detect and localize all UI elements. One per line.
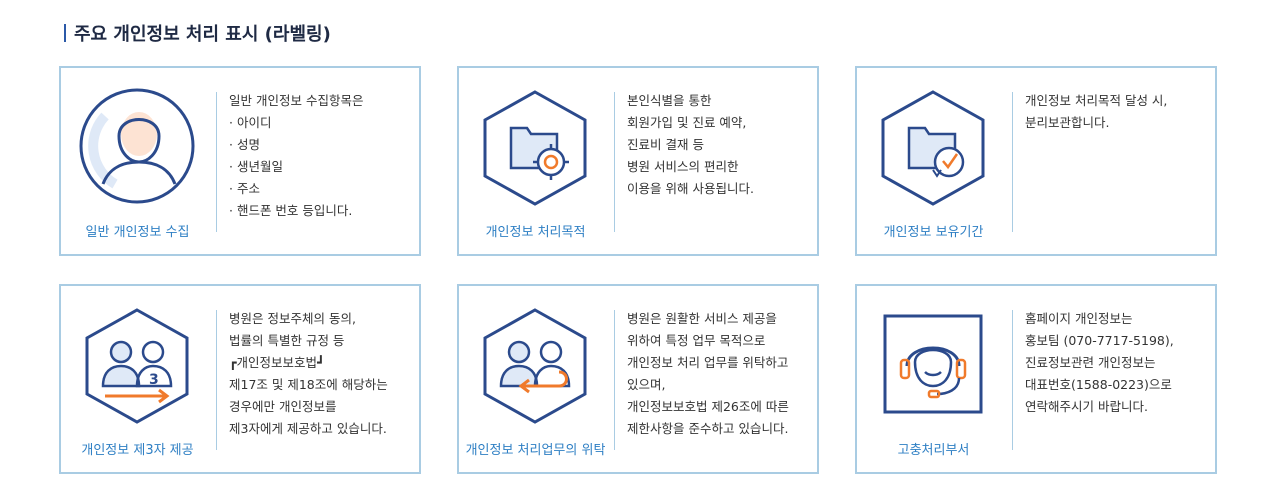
desc-line: 일반 개인정보 수집항목은 xyxy=(229,93,364,108)
desc-line: · 핸드폰 번호 등입니다. xyxy=(229,203,353,218)
user-circle-icon xyxy=(79,88,195,204)
desc-line: · 생년월일 xyxy=(229,159,283,174)
card-divider xyxy=(1012,310,1013,450)
card-label: 개인정보 처리목적 xyxy=(485,225,586,240)
card-grievance-dept: 고충처리부서 홈페이지 개인정보는 홍보팀 (070-7717-5198), 진… xyxy=(855,284,1217,474)
folder-target-icon xyxy=(483,90,587,206)
desc-line: 본인식별을 통한 xyxy=(627,93,712,108)
desc-line: · 성명 xyxy=(229,137,260,152)
card-third-party: 3 개인정보 제3자 제공 병원은 정보주체의 동의, 법률의 특별한 규정 등… xyxy=(59,284,421,474)
desc-line: 법률의 특별한 규정 등 xyxy=(229,333,345,348)
card-divider xyxy=(614,310,615,450)
page-title: 주요 개인정보 처리 표시 (라벨링) xyxy=(64,23,331,47)
card-description: 병원은 원활한 서비스 제공을 위하여 특정 업무 목적으로 개인정보 처리 업… xyxy=(627,308,809,440)
desc-line: 개인정보보호법 제26조에 따른 xyxy=(627,399,789,414)
card-label: 개인정보 제3자 제공 xyxy=(81,443,194,458)
desc-line: 제17조 및 제18조에 해당하는 xyxy=(229,377,388,392)
desc-line: 개인정보 처리 업무를 위탁하고 xyxy=(627,355,789,370)
desc-line: · 아이디 xyxy=(229,115,272,130)
headset-icon xyxy=(883,314,983,414)
desc-line: 이용을 위해 사용됩니다. xyxy=(627,181,754,196)
card-divider xyxy=(216,310,217,450)
card-retention-period: 개인정보 보유기간 개인정보 처리목적 달성 시, 분리보관합니다. xyxy=(855,66,1217,256)
desc-line: 경우에만 개인정보를 xyxy=(229,399,337,414)
card-processing-purpose: 개인정보 처리목적 본인식별을 통한 회원가입 및 진료 예약, 진료비 결재 … xyxy=(457,66,819,256)
third-party-users-icon: 3 xyxy=(85,308,189,424)
card-divider xyxy=(1012,92,1013,232)
card-description: 본인식별을 통한 회원가입 및 진료 예약, 진료비 결재 등 병원 서비스의 … xyxy=(627,90,809,200)
desc-line: 위하여 특정 업무 목적으로 xyxy=(627,333,766,348)
card-divider xyxy=(216,92,217,232)
desc-line: 병원은 정보주체의 동의, xyxy=(229,311,356,326)
desc-line: 대표번호(1588-0223)으로 xyxy=(1025,377,1172,392)
title-accent-bar xyxy=(64,24,66,42)
desc-line: 회원가입 및 진료 예약, xyxy=(627,115,747,130)
card-description: 병원은 정보주체의 동의, 법률의 특별한 규정 등 ┏개인정보보호법┛ 제17… xyxy=(229,308,411,440)
card-general-collection: 일반 개인정보 수집 일반 개인정보 수집항목은 · 아이디 · 성명 · 생년… xyxy=(59,66,421,256)
card-label: 개인정보 처리업무의 위탁 xyxy=(465,443,606,458)
card-description: 개인정보 처리목적 달성 시, 분리보관합니다. xyxy=(1025,90,1207,134)
desc-line: 제한사항을 준수하고 있습니다. xyxy=(627,421,789,436)
desc-line: 분리보관합니다. xyxy=(1025,115,1110,130)
card-description: 일반 개인정보 수집항목은 · 아이디 · 성명 · 생년월일 · 주소 · 핸… xyxy=(229,90,411,222)
card-consignment: 개인정보 처리업무의 위탁 병원은 원활한 서비스 제공을 위하여 특정 업무 … xyxy=(457,284,819,474)
desc-line: 있으며, xyxy=(627,377,666,392)
consignment-users-icon xyxy=(483,308,587,424)
folder-clock-icon xyxy=(881,90,985,206)
desc-line: 제3자에게 제공하고 있습니다. xyxy=(229,421,387,436)
svg-text:3: 3 xyxy=(149,372,159,388)
page-title-text: 주요 개인정보 처리 표시 (라벨링) xyxy=(74,24,331,45)
card-description: 홈페이지 개인정보는 홍보팀 (070-7717-5198), 진료정보관련 개… xyxy=(1025,308,1207,418)
desc-line: 홍보팀 (070-7717-5198), xyxy=(1025,333,1174,348)
desc-line: · 주소 xyxy=(229,181,260,196)
desc-line: 병원 서비스의 편리한 xyxy=(627,159,739,174)
card-label: 일반 개인정보 수집 xyxy=(85,225,190,240)
desc-line: 연락해주시기 바랍니다. xyxy=(1025,399,1148,414)
desc-line: 진료정보관련 개인정보는 xyxy=(1025,355,1156,370)
card-label: 개인정보 보유기간 xyxy=(883,225,984,240)
desc-line: 홈페이지 개인정보는 xyxy=(1025,311,1133,326)
card-divider xyxy=(614,92,615,232)
desc-line: 개인정보 처리목적 달성 시, xyxy=(1025,93,1168,108)
desc-line: ┏개인정보보호법┛ xyxy=(229,355,325,370)
card-label: 고충처리부서 xyxy=(897,443,970,458)
desc-line: 병원은 원활한 서비스 제공을 xyxy=(627,311,777,326)
desc-line: 진료비 결재 등 xyxy=(627,137,704,152)
